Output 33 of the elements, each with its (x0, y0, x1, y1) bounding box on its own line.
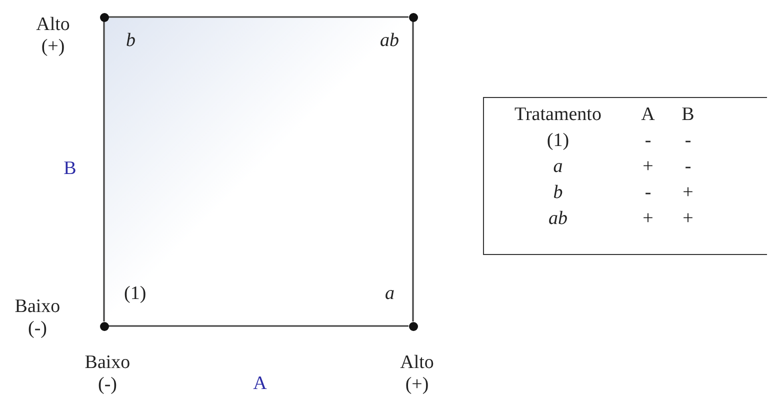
table-cell-text: b (552, 181, 564, 205)
table-cell-text: - (644, 129, 652, 153)
corner-dot (100, 322, 108, 330)
axis-label: A (252, 373, 268, 395)
corner-label: (1) (124, 283, 146, 305)
table-cell-text: + (642, 207, 654, 231)
axis-label: Baixo (-) (84, 352, 132, 396)
line (412, 22, 414, 322)
column-header: B (680, 103, 696, 127)
table-cell-text: - (644, 181, 652, 205)
corner-dot (100, 12, 108, 22)
corner-label: b (126, 30, 136, 52)
table-cell-text: - (684, 129, 692, 153)
table-cell-text: + (642, 155, 654, 179)
column-header: Tratamento (514, 103, 602, 127)
table-cell-text: + (682, 207, 694, 231)
corner-label: a (385, 283, 394, 305)
line (108, 16, 408, 18)
axis-label: B (62, 158, 78, 180)
corner-dot (408, 322, 418, 330)
line (103, 22, 105, 322)
corner-label: ab (380, 30, 399, 52)
table-cell-text: a (552, 155, 564, 179)
table-cell-text: (1) (546, 129, 570, 153)
column-header: A (640, 103, 656, 127)
axis-label: Alto (+) (399, 352, 435, 396)
line (108, 325, 408, 327)
axis-label: Alto (+) (35, 14, 71, 58)
corner-dot (408, 12, 418, 22)
table-cell-text: - (684, 155, 692, 179)
table-cell-text: ab (548, 207, 568, 231)
table-cell-text: + (682, 181, 694, 205)
axis-label: Baixo (-) (14, 296, 62, 340)
